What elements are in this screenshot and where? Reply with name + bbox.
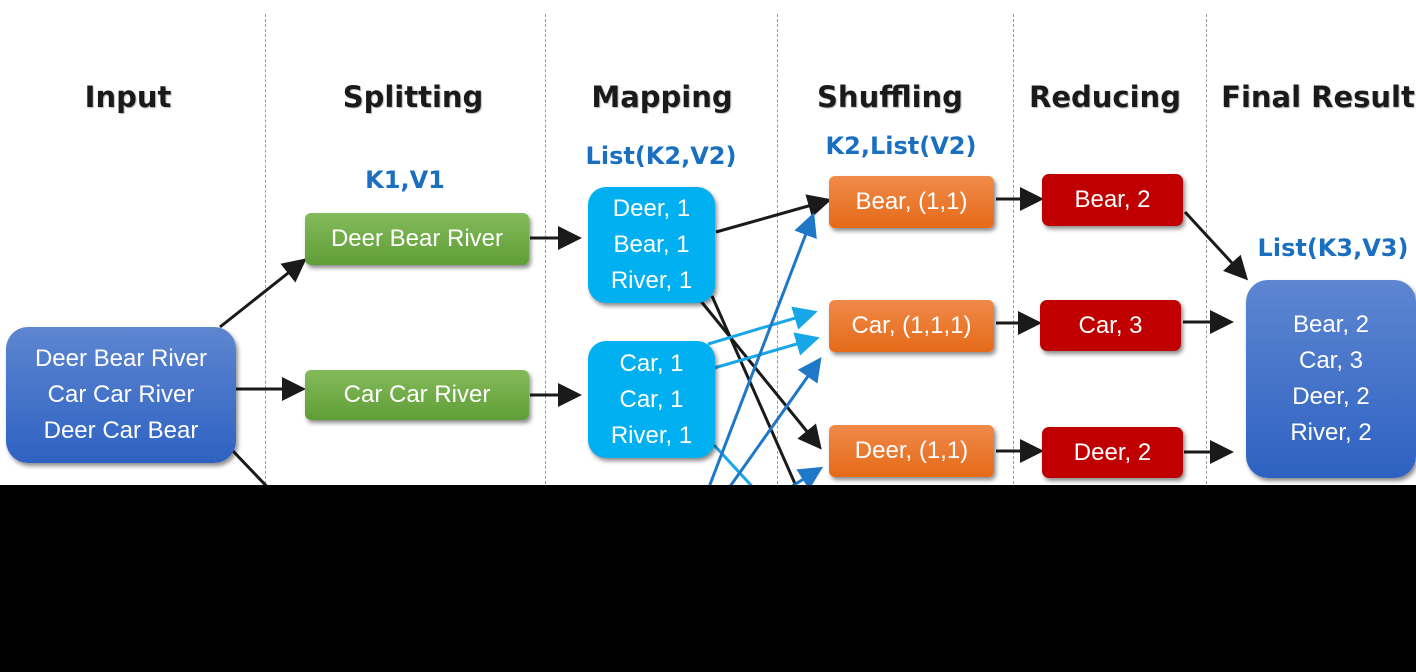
arrow-up-to-deer: [791, 466, 824, 485]
final-pair: River, 2: [1290, 419, 1372, 446]
reduce-box: Car, 3: [1040, 300, 1181, 351]
stage-divider: [777, 14, 778, 485]
mapreduce-diagram: Input Splitting Mapping Shuffling Reduci…: [0, 0, 1416, 485]
input-line: Deer Car Bear: [43, 417, 199, 444]
stage-title-reducing: Reducing: [1029, 80, 1181, 114]
stage-title-final-result: Final Result: [1221, 80, 1415, 114]
stage-divider: [1013, 14, 1014, 485]
arrow-map1-to-bear: [715, 194, 832, 234]
input-box: Deer Bear River Car Car River Deer Car B…: [6, 327, 236, 463]
arrow-input-to-split3: [230, 448, 268, 485]
stage-title-shuffling: Shuffling: [817, 80, 963, 114]
type-label-mapping: List(K2,V2): [585, 142, 737, 170]
stage-divider: [545, 14, 546, 485]
stage-title-splitting: Splitting: [342, 80, 484, 114]
reduce-box: Bear, 2: [1042, 174, 1183, 226]
stage-divider: [265, 14, 266, 485]
type-label-shuffling: K2,List(V2): [825, 132, 977, 160]
map-pair: Car, 1: [619, 385, 684, 413]
arrow-map2-car-to-car: [707, 306, 818, 346]
final-result-box: Bear, 2 Car, 3 Deer, 2 River, 2: [1246, 280, 1416, 478]
map-pair: Deer, 1: [612, 195, 691, 222]
reduce-box: Deer, 2: [1042, 427, 1183, 478]
shuffle-text: Car, (1,1,1): [851, 312, 972, 339]
final-pair: Deer, 2: [1292, 383, 1370, 410]
shuffle-box: Deer, (1,1): [829, 425, 994, 477]
shuffle-text: Deer, (1,1): [854, 437, 969, 464]
shuffle-text: Bear, (1,1): [855, 188, 968, 215]
type-label-final: List(K3,V3): [1257, 234, 1409, 262]
map-pair: River, 1: [610, 421, 693, 449]
split-box: Car Car River: [305, 370, 529, 420]
split-box: Deer Bear River: [305, 213, 529, 265]
shuffle-box: Bear, (1,1): [829, 176, 994, 228]
type-label-splitting: K1,V1: [365, 166, 445, 194]
arrow-input-to-split1: [219, 258, 307, 329]
final-pair: Bear, 2: [1292, 311, 1370, 338]
arrow-up-to-car: [729, 357, 822, 485]
split-text: Car Car River: [343, 381, 491, 408]
map-pair: Bear, 1: [613, 231, 690, 258]
stage-title-mapping: Mapping: [591, 80, 733, 114]
map-pair: Car, 1: [619, 349, 684, 377]
reduce-text: Deer, 2: [1073, 438, 1152, 466]
split-text: Deer Bear River: [330, 225, 504, 252]
arrow-up-to-bear: [708, 212, 817, 485]
shuffle-box: Car, (1,1,1): [829, 300, 994, 352]
final-pair: Car, 3: [1298, 347, 1364, 374]
arrow-reduce-bear-to-final: [1183, 210, 1249, 281]
arrows-layer: [219, 187, 1249, 485]
reduce-text: Car, 3: [1078, 311, 1143, 339]
map-box: Car, 1 Car, 1 River, 1: [588, 341, 715, 458]
stage-title-input: Input: [84, 80, 172, 114]
stage-divider: [1206, 14, 1207, 485]
arrow-map1-deer-to-deer: [698, 299, 822, 450]
arrow-map2-car2-to-car: [713, 332, 820, 370]
map-pair: River, 1: [610, 267, 693, 294]
map-box: Deer, 1 Bear, 1 River, 1: [588, 187, 715, 303]
arrow-map1-river-down: [710, 295, 798, 485]
input-line: Car Car River: [47, 381, 195, 408]
input-line: Deer Bear River: [34, 345, 208, 372]
reduce-text: Bear, 2: [1074, 186, 1151, 213]
